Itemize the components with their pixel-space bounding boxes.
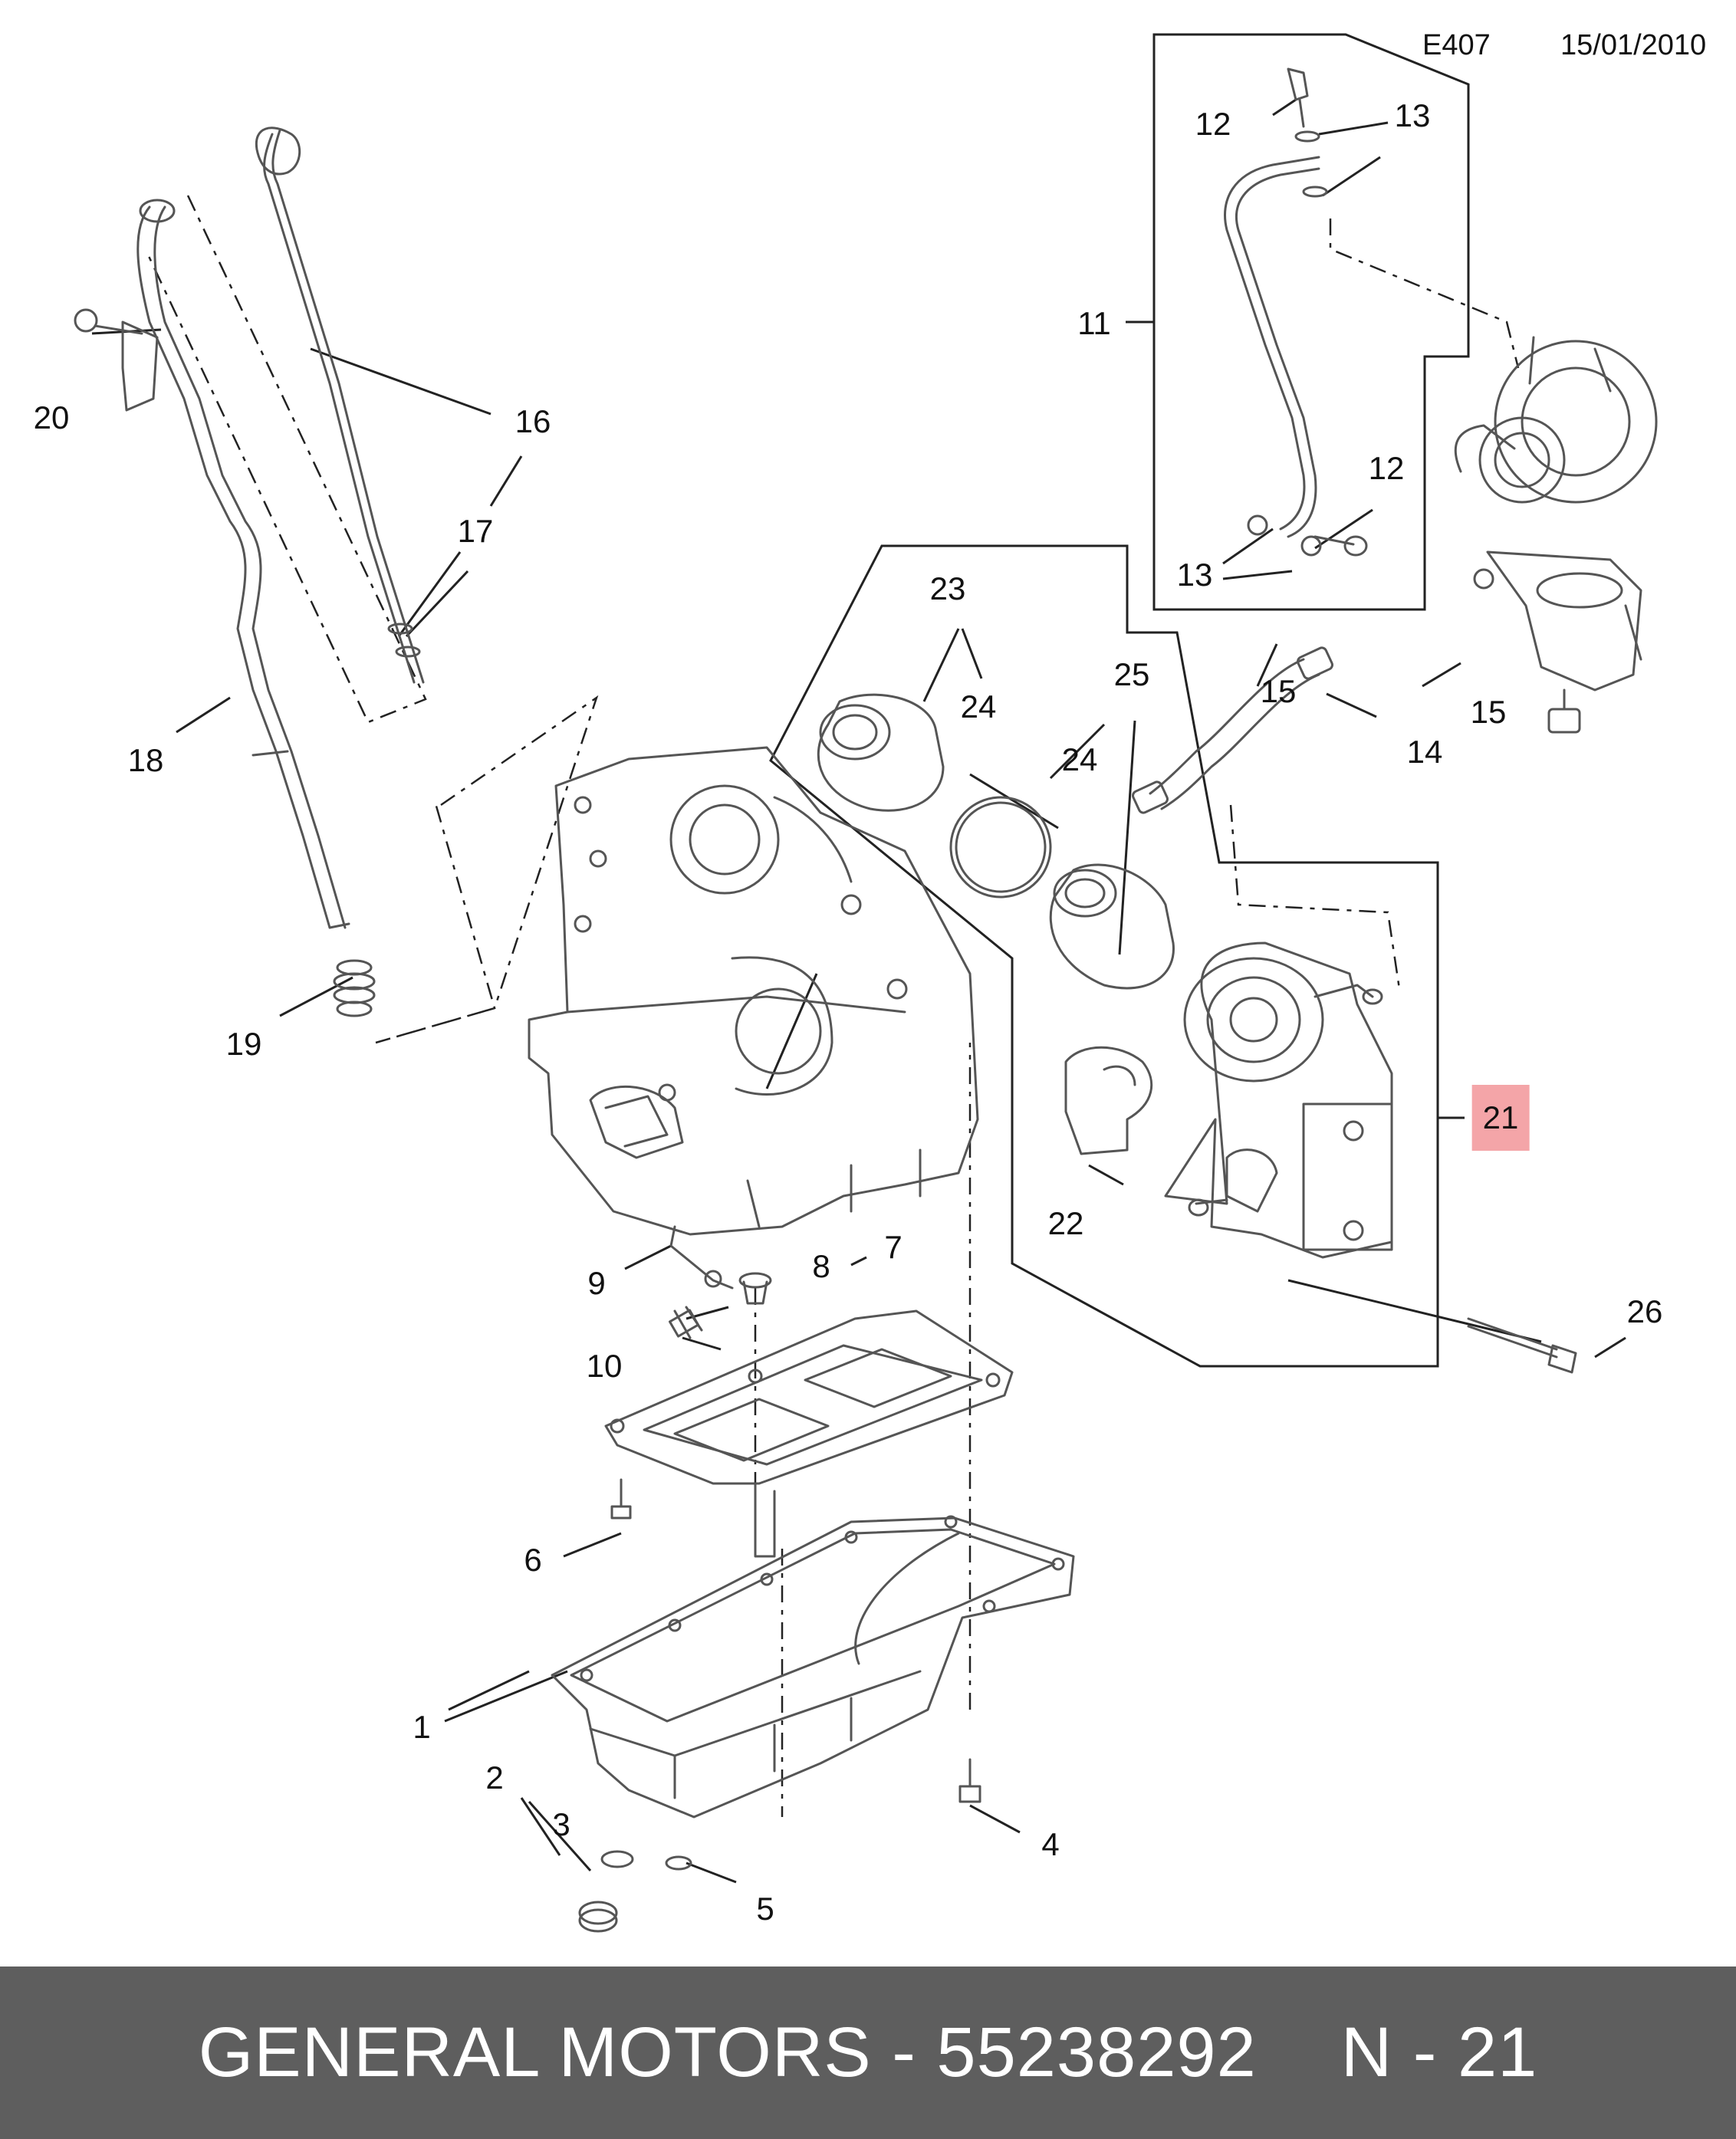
callout-9: 9 (587, 1265, 606, 1301)
callout-4: 4 (1041, 1826, 1060, 1862)
part-4-bolt (958, 1758, 981, 1803)
part-19-grommet (333, 959, 376, 1017)
callout-1: 1 (413, 1709, 431, 1745)
part-15-clamp-lower (1132, 780, 1169, 814)
part-8-plug (738, 1272, 772, 1305)
part-13-washer-lower (1247, 514, 1322, 557)
footer-bar: GENERAL MOTORS - 55238292 N - 21 (0, 1967, 1736, 2139)
callout-12-upper: 12 (1195, 106, 1231, 142)
exploded-parts-diagram (74, 33, 1658, 1933)
part-6-bolt (610, 1478, 632, 1520)
callout-20: 20 (33, 399, 70, 435)
callout-8: 8 (812, 1248, 830, 1284)
part-24-o-ring (949, 796, 1052, 899)
part-21-oil-filter-housing (1164, 941, 1393, 1259)
turbocharger (1454, 336, 1658, 734)
kit-frame-11 (1152, 33, 1470, 611)
part-12-bolt-lower (1314, 535, 1368, 557)
part-13-washer-upper (1294, 130, 1328, 198)
kit-frame-21 (769, 544, 1439, 1368)
callout-22: 22 (1047, 1205, 1084, 1241)
callout-19: 19 (225, 1026, 262, 1062)
footer-part-number: GENERAL MOTORS - 55238292 (198, 2013, 1257, 2091)
callout-7: 7 (884, 1229, 903, 1265)
part-14-hose (1149, 658, 1320, 810)
callout-6: 6 (524, 1542, 542, 1578)
callout-13-lower: 13 (1176, 557, 1213, 593)
part-1-oil-pan (551, 1515, 1075, 1819)
part-25-filter-element (1049, 863, 1175, 990)
part-26-bolt (1467, 1317, 1577, 1374)
callout-23: 23 (929, 570, 966, 606)
callout-15-right: 15 (1470, 694, 1507, 730)
callout-11: 11 (1077, 305, 1111, 341)
callout-25: 25 (1113, 656, 1150, 692)
part-16-dipstick (255, 127, 425, 684)
diagram-date: 15/01/2010 (1560, 29, 1707, 61)
callout-17: 17 (457, 513, 494, 549)
part-23-filter-cap (817, 693, 945, 812)
callout-5: 5 (756, 1891, 774, 1927)
part-9-pipe (669, 1225, 734, 1290)
callout-15-left: 15 (1260, 673, 1297, 709)
callout-12-lower: 12 (1368, 450, 1405, 486)
part-20-bolt (74, 308, 159, 412)
part-2-drain-plug (578, 1901, 618, 1933)
part-22-gasket (1064, 1046, 1153, 1155)
callout-21-highlighted: 21 (1471, 1085, 1530, 1151)
part-18-dipstick-tube (136, 199, 350, 929)
callout-3: 3 (552, 1806, 570, 1842)
callout-24-upper: 24 (960, 688, 997, 724)
callout-26: 26 (1626, 1293, 1663, 1329)
part-5-plug (665, 1855, 692, 1871)
part-10-bolt (669, 1306, 703, 1339)
diagram-code: E407 (1422, 29, 1491, 61)
callout-10: 10 (586, 1348, 623, 1384)
callout-18: 18 (127, 742, 164, 778)
callout-13-upper: 13 (1394, 97, 1431, 133)
callout-2: 2 (485, 1760, 504, 1796)
part-12-bolt-upper (1287, 67, 1309, 128)
callout-14: 14 (1406, 734, 1443, 770)
part-11-oil-pipe (1224, 156, 1320, 538)
part-7-baffle (604, 1309, 1014, 1558)
callout-24-lower: 24 (1061, 741, 1098, 777)
callout-16: 16 (515, 403, 551, 439)
part-15-clamp-upper (1297, 646, 1333, 680)
engine-block (528, 746, 979, 1236)
part-3-washer (600, 1850, 634, 1868)
footer-reference: N - 21 (1340, 2013, 1538, 2091)
